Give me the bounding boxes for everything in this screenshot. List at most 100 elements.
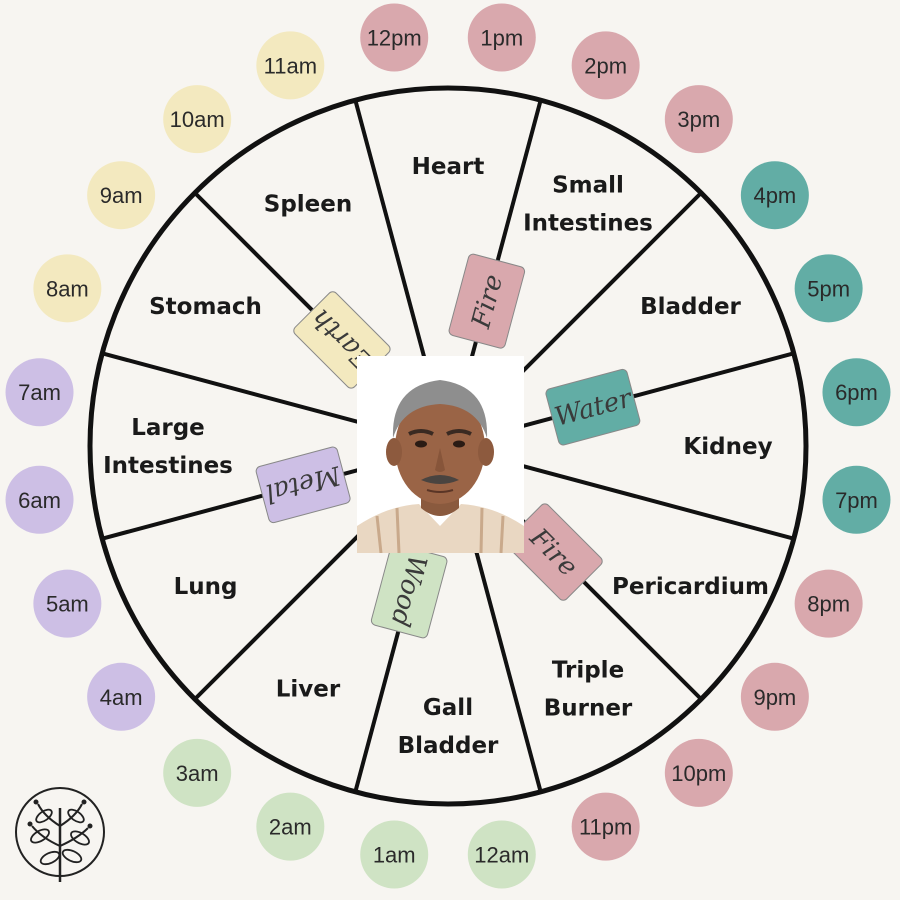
element-tag: Fire (448, 253, 526, 349)
hour-bubble (467, 820, 536, 889)
hour-marker: 3pm (664, 85, 733, 154)
hour-bubble (256, 31, 325, 100)
hour-marker: 1pm (467, 3, 536, 72)
hour-label: 9am (100, 183, 143, 208)
hour-bubble (822, 465, 891, 534)
hour-marker: 9pm (740, 662, 809, 731)
hour-label: 1am (373, 842, 416, 867)
hour-label: 9pm (753, 685, 796, 710)
organ-labels: HeartSmallIntestinesBladderKidneyPericar… (103, 154, 772, 759)
hour-label: 2pm (584, 53, 627, 78)
hour-bubble (163, 738, 232, 807)
leaf-logo-icon (15, 787, 105, 882)
organ-label: Liver (276, 676, 341, 702)
hour-marker: 10pm (664, 738, 733, 807)
hour-marker: 4am (87, 662, 156, 731)
element-tag-box (255, 446, 351, 524)
hour-label: 5pm (807, 276, 850, 301)
organ-label: Spleen (264, 192, 353, 218)
hour-label: 4am (100, 685, 143, 710)
hour-bubble (571, 31, 640, 100)
hour-bubble (87, 662, 156, 731)
organ-label: Pericardium (612, 574, 769, 600)
organ-label: Gall (423, 695, 473, 721)
hour-bubble (163, 85, 232, 154)
hour-bubble (664, 85, 733, 154)
hour-bubble (664, 738, 733, 807)
organ-label: Intestines (103, 453, 233, 479)
organ-label: Bladder (398, 733, 499, 759)
element-tag-box (505, 503, 603, 601)
hour-bubble (5, 465, 74, 534)
hour-marker: 1am (360, 820, 429, 889)
hour-label: 3am (176, 761, 219, 786)
hour-label: 6pm (835, 380, 878, 405)
hour-label: 10pm (671, 761, 726, 786)
organ-label: Triple (552, 657, 624, 683)
hour-bubble (360, 3, 429, 72)
hour-marker: 9am (87, 161, 156, 230)
element-tag: Fire (505, 503, 603, 601)
hour-ring: 12pm 1pm 2pm 3pm 4pm 5pm 6pm 7pm 8pm 9pm 10pm 11pm 1… (5, 3, 891, 889)
hour-bubble (794, 569, 863, 638)
hour-bubble (33, 569, 102, 638)
hour-bubble (571, 792, 640, 861)
element-tag-box (448, 253, 526, 349)
hour-marker: 5pm (794, 254, 863, 323)
organ-label: Large (131, 415, 205, 441)
organ-label: Heart (412, 154, 485, 180)
hour-marker: 12pm (360, 3, 429, 72)
hour-bubble (740, 161, 809, 230)
organ-label: Stomach (149, 294, 262, 320)
element-tag: Metal (255, 446, 351, 524)
hour-label: 3pm (677, 107, 720, 132)
hour-marker: 11pm (571, 792, 640, 861)
hour-label: 8pm (807, 592, 850, 617)
organ-label: Intestines (523, 211, 653, 237)
hour-label: 5am (46, 592, 89, 617)
element-tag-box (545, 368, 641, 446)
hour-bubble (256, 792, 325, 861)
hour-bubble (467, 3, 536, 72)
hour-label: 2am (269, 815, 312, 840)
hour-marker: 3am (163, 738, 232, 807)
hour-marker: 4pm (740, 161, 809, 230)
hour-marker: 2pm (571, 31, 640, 100)
hour-label: 1pm (480, 26, 523, 51)
hour-marker: 8am (33, 254, 102, 323)
hour-bubble (822, 358, 891, 427)
hour-label: 12am (474, 842, 529, 867)
center-portrait (357, 356, 524, 553)
hour-marker: 7am (5, 358, 74, 427)
hour-marker: 5am (33, 569, 102, 638)
element-tag: Wood (370, 543, 448, 639)
hour-bubble (5, 358, 74, 427)
hour-label: 7pm (835, 488, 878, 513)
hour-bubble (33, 254, 102, 323)
hour-bubble (740, 662, 809, 731)
element-tag: Water (545, 368, 641, 446)
organ-label: Kidney (683, 434, 772, 460)
hour-bubble (87, 161, 156, 230)
organ-label: Small (552, 173, 624, 199)
hour-bubble (794, 254, 863, 323)
hour-label: 7am (18, 380, 61, 405)
hour-marker: 6pm (822, 358, 891, 427)
organ-label: Lung (174, 574, 238, 600)
hour-label: 12pm (367, 26, 422, 51)
hour-label: 11pm (579, 815, 632, 840)
hour-marker: 12am (467, 820, 536, 889)
hour-label: 11am (264, 53, 317, 78)
hour-marker: 8pm (794, 569, 863, 638)
hour-marker: 10am (163, 85, 232, 154)
hour-marker: 11am (256, 31, 325, 100)
hour-label: 4pm (753, 183, 796, 208)
hour-marker: 7pm (822, 465, 891, 534)
hour-bubble (360, 820, 429, 889)
hour-label: 6am (18, 488, 61, 513)
hour-marker: 2am (256, 792, 325, 861)
organ-label: Burner (544, 695, 633, 721)
organ-label: Bladder (640, 294, 741, 320)
hour-label: 8am (46, 276, 89, 301)
